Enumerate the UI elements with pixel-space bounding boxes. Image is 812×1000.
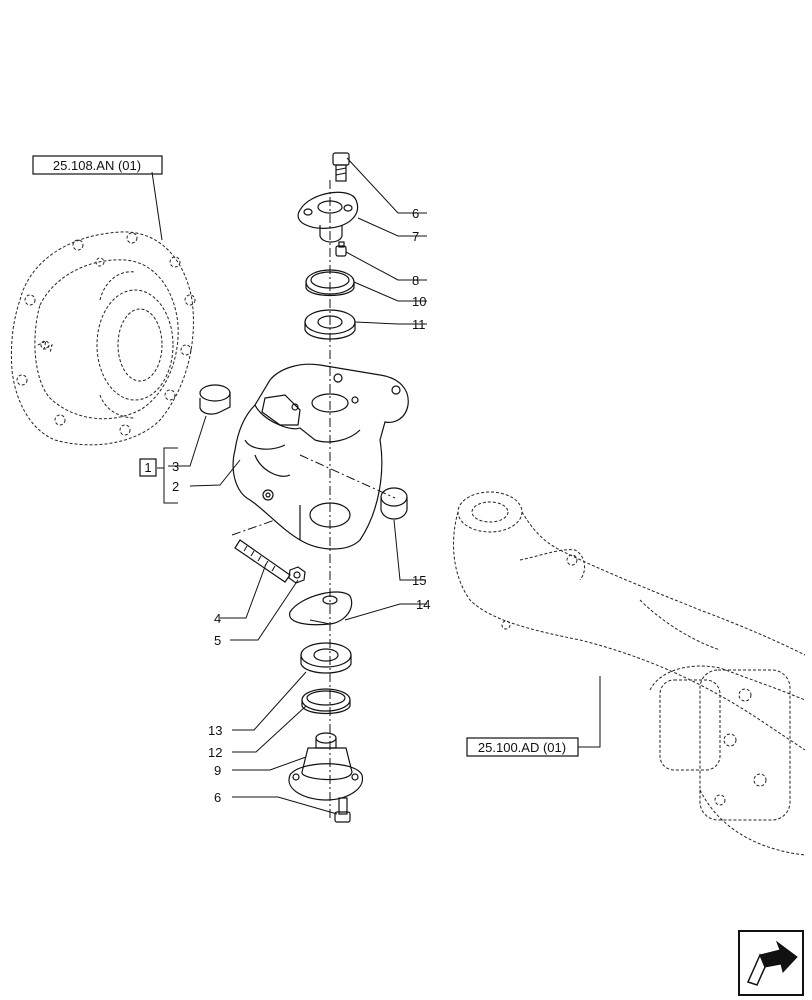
- bushing-axis-line: [231, 519, 276, 536]
- callout-15: 15: [412, 573, 426, 588]
- grease-nipple: [335, 241, 347, 257]
- shim-plate: [289, 591, 353, 626]
- top-cap: [297, 191, 359, 243]
- callout-4: 4: [214, 611, 221, 626]
- seal-ring-lower: [301, 688, 351, 715]
- bottom-cap: [288, 732, 363, 801]
- nut: [288, 566, 306, 584]
- bushing-left: [199, 384, 231, 415]
- callout-13: 13: [208, 723, 222, 738]
- callout-11: 11: [412, 317, 426, 332]
- callout-6-top: 6: [412, 206, 419, 221]
- callout-1: 1: [144, 460, 151, 475]
- next-page-arrow-icon[interactable]: [738, 930, 804, 996]
- bolt-top: [332, 152, 350, 182]
- bushing-right: [380, 487, 408, 520]
- callout-9: 9: [214, 763, 221, 778]
- callout-8: 8: [412, 273, 419, 288]
- bolt-bottom: [334, 797, 351, 823]
- hub-housing-reference-drawing: [10, 231, 196, 446]
- callout-6-bottom: 6: [214, 790, 221, 805]
- callout-2: 2: [172, 479, 179, 494]
- stud: [234, 539, 291, 583]
- callout-14: 14: [416, 597, 430, 612]
- bearing-lower: [300, 642, 352, 674]
- reference-box-hub[interactable]: 25.108.AN (01): [32, 155, 163, 175]
- reference-box-axle[interactable]: 25.100.AD (01): [466, 737, 579, 757]
- hub-reference-text: 25.108.AN (01): [53, 158, 141, 173]
- axle-housing-reference-drawing: [453, 491, 806, 856]
- axle-reference-text: 25.100.AD (01): [478, 740, 566, 755]
- callout-5: 5: [214, 633, 221, 648]
- callout-10: 10: [412, 294, 426, 309]
- callout-3: 3: [172, 459, 179, 474]
- steering-knuckle: [232, 363, 409, 550]
- leader-lines: [151, 157, 601, 815]
- assembly-bracket: [139, 447, 178, 504]
- callout-12: 12: [208, 745, 222, 760]
- callout-7: 7: [412, 229, 419, 244]
